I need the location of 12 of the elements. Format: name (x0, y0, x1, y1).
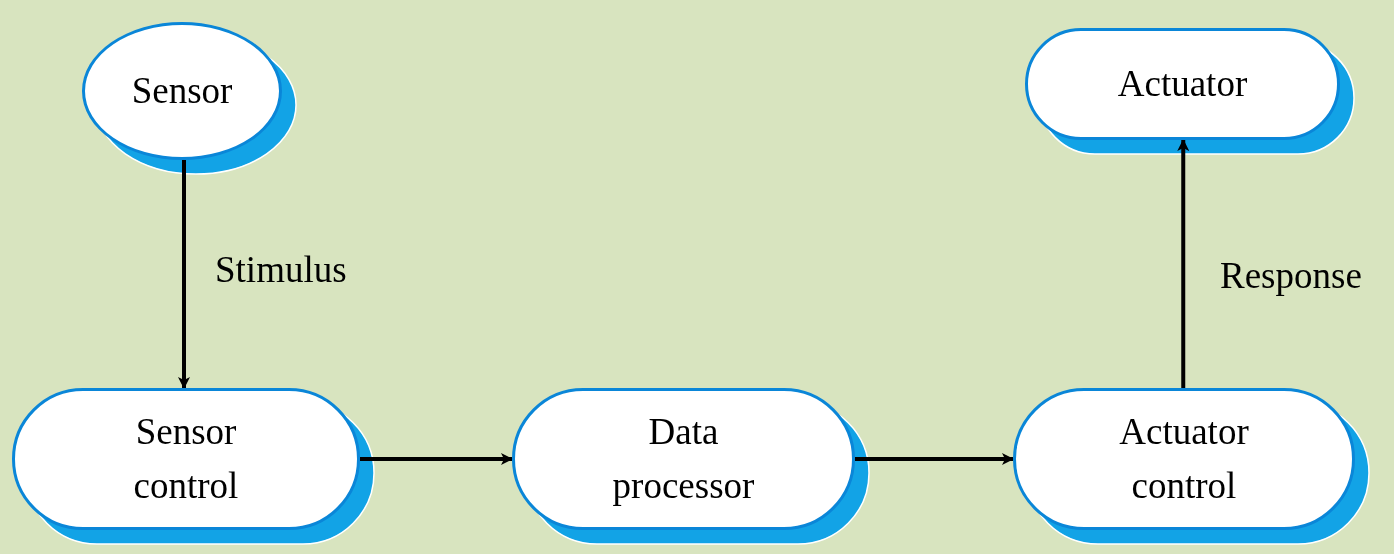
arrow (178, 160, 190, 389)
arrow (360, 453, 513, 465)
node-label: Actuator control (1118, 410, 1250, 508)
node-label: Actuator (1117, 62, 1248, 106)
arrow (1177, 139, 1190, 388)
edge-label: Stimulus (215, 248, 347, 292)
rounded-node (1025, 28, 1340, 140)
node-label: Sensor control (132, 410, 240, 508)
edge-label: Response (1220, 254, 1362, 298)
arrow (855, 453, 1014, 465)
node-label: Data processor (611, 410, 756, 508)
node-label: Sensor (131, 69, 233, 113)
